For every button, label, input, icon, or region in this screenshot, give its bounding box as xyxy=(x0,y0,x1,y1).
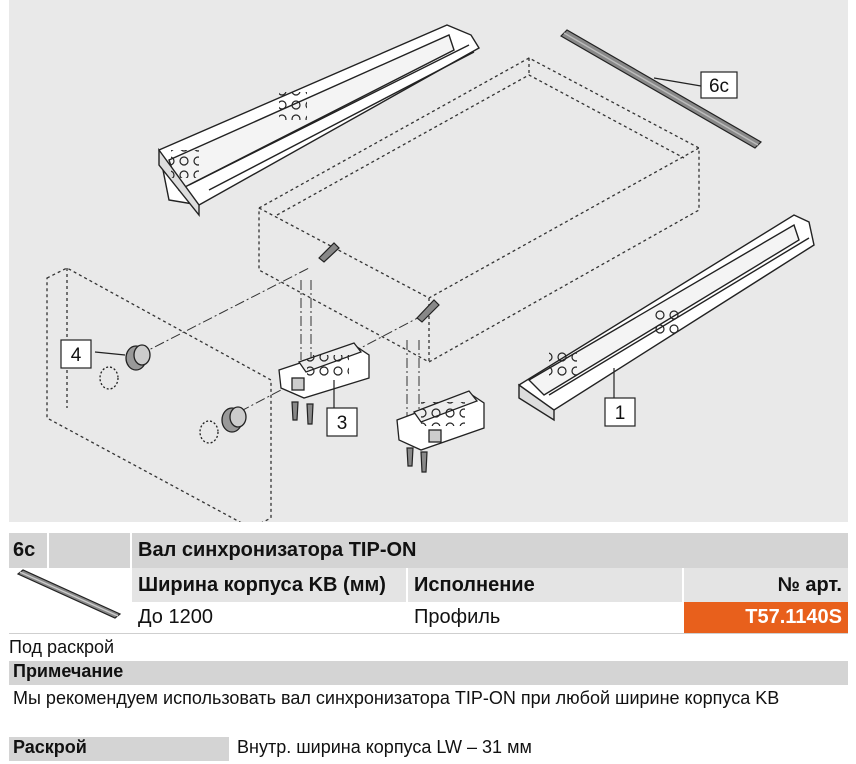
cut-value: Внутр. ширина корпуса LW – 31 мм xyxy=(237,737,532,757)
callout-4: 4 xyxy=(60,339,92,369)
cut-row: Раскрой Внутр. ширина корпуса LW – 31 мм xyxy=(9,737,848,761)
front-bushings xyxy=(99,344,247,444)
article-number-badge[interactable]: T57.1140S xyxy=(684,602,848,633)
callout-6c: 6c xyxy=(700,71,738,99)
callout-leaders xyxy=(94,77,702,408)
callout-1-label: 1 xyxy=(615,403,626,424)
assembly-guide-lines xyxy=(138,267,430,421)
col-header-version: Исполнение xyxy=(408,568,684,602)
cut-label: Раскрой xyxy=(9,737,229,761)
rod-thumbnail-icon xyxy=(16,569,122,619)
item-title: Вал синхронизатора TIP-ON xyxy=(138,539,417,561)
thumbnail-cell xyxy=(9,568,132,602)
cabinet-width-value: До 1200 xyxy=(138,606,213,628)
screws xyxy=(291,242,440,473)
header-spacer xyxy=(49,533,132,568)
synchronizing-rod xyxy=(560,29,762,149)
callout-3: 3 xyxy=(326,407,358,437)
table-column-headers: Ширина корпуса KB (мм) Исполнение № арт. xyxy=(9,568,848,602)
col-header-article: № арт. xyxy=(684,568,848,602)
callout-3-label: 3 xyxy=(337,413,348,434)
callout-6c-label: 6c xyxy=(709,76,729,97)
remark-text: Мы рекомендуем использовать вал синхрони… xyxy=(13,688,780,708)
tip-on-unit-left xyxy=(278,342,370,399)
tip-on-unit-right xyxy=(396,390,485,451)
callout-1: 1 xyxy=(604,397,636,427)
col-header-cabinet-width: Ширина корпуса KB (мм) xyxy=(132,568,408,602)
left-runner xyxy=(158,24,480,217)
cut-to-size-note: Под раскрой xyxy=(9,637,115,657)
callout-4-label: 4 xyxy=(71,345,82,366)
version-value: Профиль xyxy=(414,606,501,628)
drawer-runner-assembly-illustration: 6c 4 3 1 xyxy=(46,24,815,522)
front-panel-outline xyxy=(46,267,272,522)
drawer-box-outline xyxy=(258,57,700,363)
table-header-row: 6c Вал синхронизатора TIP-ON xyxy=(9,533,848,568)
thumbnail-cell xyxy=(9,602,132,633)
table-row: До 1200 Профиль T57.1140S xyxy=(9,602,848,634)
assembly-drawing: 6c 4 3 1 xyxy=(9,0,848,522)
remark-heading: Примечание xyxy=(9,661,848,685)
right-runner xyxy=(518,214,815,422)
item-code: 6c xyxy=(9,533,49,568)
